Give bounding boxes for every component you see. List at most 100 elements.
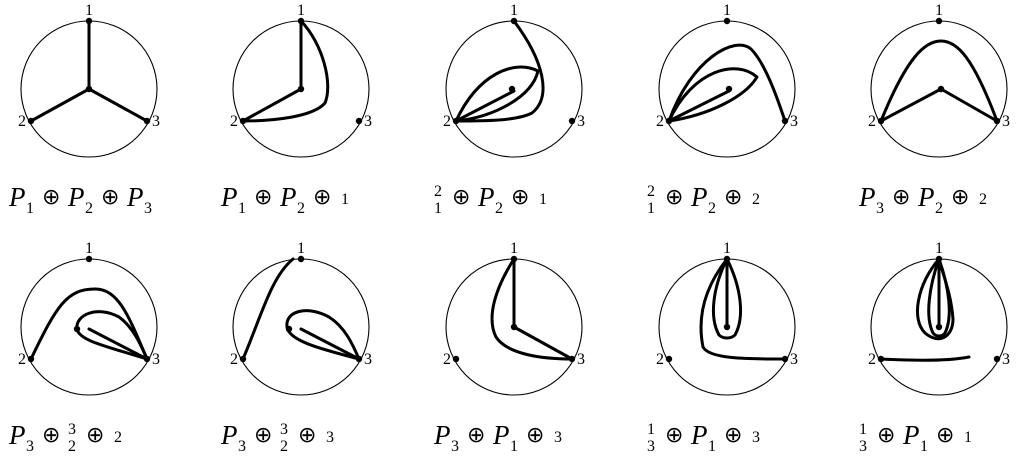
centre-dot	[297, 85, 305, 93]
strand	[29, 287, 149, 361]
centre-dot	[73, 325, 81, 333]
vertex-1-dot	[935, 17, 943, 25]
caption-operator: ⊕	[42, 423, 60, 448]
strand	[879, 87, 943, 123]
caption-stack-top: 1	[859, 421, 867, 438]
boundary-circle	[20, 258, 158, 396]
strand	[667, 89, 731, 123]
strands	[667, 43, 787, 123]
caption-operator: ⊕	[42, 185, 60, 210]
vertex-label-3: 3	[152, 351, 160, 368]
caption-P: P	[8, 420, 26, 450]
strand	[241, 19, 330, 123]
caption-stack-top: 1	[647, 421, 655, 438]
caption-stack-bottom: 3	[647, 438, 655, 455]
caption-operator: ⊕	[467, 423, 485, 448]
vertex-label-3: 3	[364, 351, 372, 368]
vertex-3-dot	[993, 355, 1001, 363]
strand	[87, 327, 149, 361]
caption-subscript: 1	[708, 438, 716, 455]
caption-subscript: 1	[920, 438, 928, 455]
strand	[699, 257, 787, 361]
strands	[454, 19, 545, 123]
caption-operator: ⊕	[665, 423, 683, 448]
vertex-2-dot	[27, 355, 35, 363]
strand	[87, 87, 149, 123]
strands	[879, 257, 971, 362]
centre-dot	[935, 323, 943, 331]
caption-operator: ⊕	[877, 423, 895, 448]
caption-subscript: 3	[876, 200, 884, 217]
vertex-2-dot	[239, 117, 247, 125]
vertex-label-2: 2	[868, 351, 876, 368]
centre-dot	[723, 323, 731, 331]
vertex-1-dot	[297, 17, 305, 25]
strand	[939, 87, 999, 123]
strands	[699, 257, 787, 361]
vertex-3-dot	[568, 117, 576, 125]
strand	[299, 327, 361, 361]
vertex-1-dot	[510, 255, 518, 263]
vertex-3-dot	[143, 355, 151, 363]
vertex-label-1: 1	[723, 2, 731, 19]
vertex-label-2: 2	[18, 351, 26, 368]
vertex-3-dot	[355, 355, 363, 363]
strands	[241, 19, 330, 123]
strands	[241, 257, 361, 361]
caption-P: P	[279, 182, 297, 212]
caption-subscript: 2	[297, 200, 305, 217]
caption-operator: ⊕	[892, 185, 910, 210]
vertex-label-2: 2	[443, 113, 451, 130]
caption-P: P	[858, 182, 876, 212]
vertex-label-1: 1	[85, 2, 93, 19]
strand	[879, 257, 971, 362]
vertex-1-dot	[85, 255, 93, 263]
caption-simple: 3	[554, 429, 562, 446]
vertex-label-3: 3	[790, 113, 798, 130]
caption-operator: ⊕	[724, 185, 742, 210]
strands	[490, 257, 574, 361]
caption-P: P	[126, 182, 144, 212]
strand	[29, 87, 91, 123]
vertex-label-1: 1	[935, 2, 943, 19]
vertex-label-2: 2	[656, 351, 664, 368]
vertex-1-dot	[297, 255, 305, 263]
vertex-label-3: 3	[1002, 113, 1010, 130]
centre-dot	[937, 85, 945, 93]
caption-P: P	[433, 420, 451, 450]
vertex-1-dot	[723, 255, 731, 263]
vertex-label-2: 2	[18, 113, 26, 130]
caption-stack-top: 2	[434, 183, 442, 200]
centre-dot	[725, 85, 733, 93]
vertex-label-1: 1	[723, 240, 731, 257]
caption-operator: ⊕	[254, 423, 272, 448]
caption-subscript: 2	[85, 200, 93, 217]
strand	[667, 43, 787, 123]
caption-simple: 3	[752, 429, 760, 446]
vertex-label-1: 1	[85, 240, 93, 257]
strand	[454, 89, 516, 123]
vertex-label-1: 1	[510, 240, 518, 257]
centre-dot	[85, 85, 93, 93]
strand	[879, 39, 999, 123]
vertex-3-dot	[143, 117, 151, 125]
vertex-2-dot	[452, 355, 460, 363]
caption-simple: 1	[539, 191, 547, 208]
strand	[490, 257, 574, 361]
caption-subscript: 3	[144, 200, 152, 217]
vertex-2-dot	[665, 355, 673, 363]
strands	[29, 287, 149, 361]
caption-stack-bottom: 1	[434, 200, 442, 217]
caption-P: P	[690, 182, 708, 212]
vertex-label-2: 2	[230, 113, 238, 130]
vertex-label-3: 3	[577, 113, 585, 130]
